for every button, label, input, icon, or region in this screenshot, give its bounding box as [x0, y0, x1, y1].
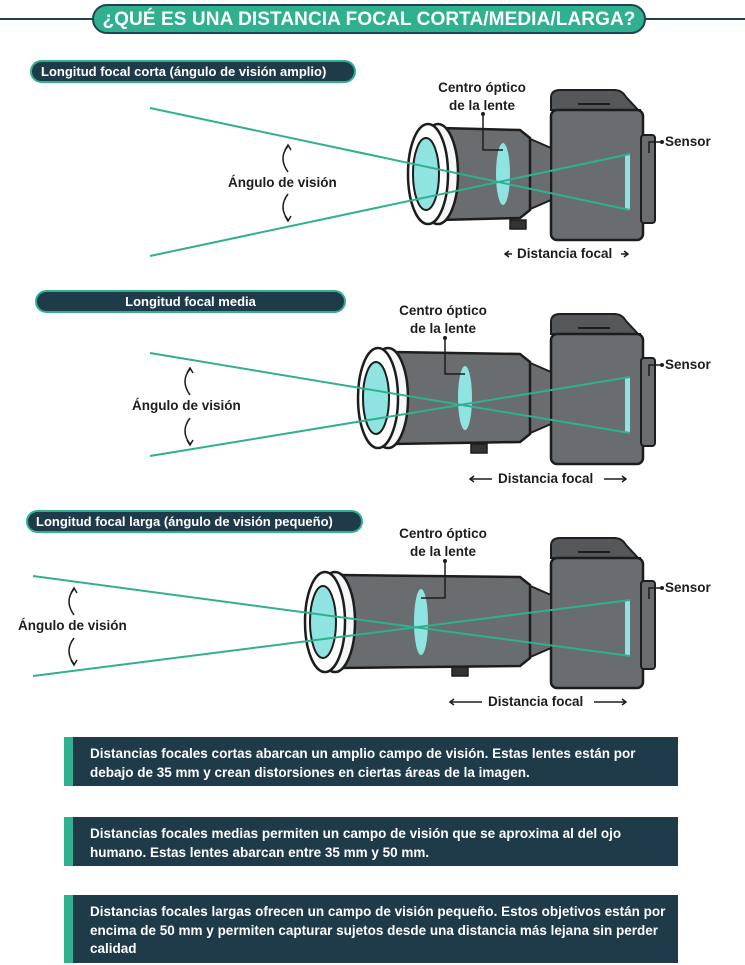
focal-distance-label-short: Distancia focal: [517, 246, 613, 261]
focal-length-diagrams: [32, 89, 664, 706]
page-title: ¿QUÉ ES UNA DISTANCIA FOCAL CORTA/MEDIA/…: [92, 4, 646, 34]
angle-label-short: Ángulo de visión: [228, 175, 337, 190]
focal-distance-label-long: Distancia focal: [488, 694, 584, 709]
section-label-medium: Longitud focal media: [35, 290, 346, 313]
angle-label-medium: Ángulo de visión: [132, 398, 241, 413]
note-short-focal: Distancias focales cortas abarcan un amp…: [64, 737, 678, 786]
note-medium-focal: Distancias focales medias permiten un ca…: [64, 817, 678, 866]
angle-label-long: Ángulo de visión: [18, 618, 127, 633]
title-line-right: [642, 18, 745, 20]
focal-distance-label-medium: Distancia focal: [498, 471, 594, 486]
camera-medium-focal: [149, 313, 664, 483]
sensor-label-medium: Sensor: [665, 357, 711, 372]
sensor-label-long: Sensor: [665, 580, 711, 595]
camera-short-focal: [149, 89, 664, 258]
camera-long-focal: [32, 537, 664, 706]
sensor-label-short: Sensor: [665, 134, 711, 149]
title-line-left: [0, 18, 96, 20]
optical-center-label-long: Centro óptico de la lente: [399, 526, 487, 559]
optical-center-label-short: Centro óptico de la lente: [438, 80, 526, 113]
optical-center-label-medium: Centro óptico de la lente: [399, 303, 487, 336]
section-label-short: Longitud focal corta (ángulo de visión a…: [30, 60, 356, 83]
section-label-long: Longitud focal larga (ángulo de visión p…: [26, 510, 363, 533]
note-long-focal: Distancias focales largas ofrecen un cam…: [64, 895, 678, 963]
